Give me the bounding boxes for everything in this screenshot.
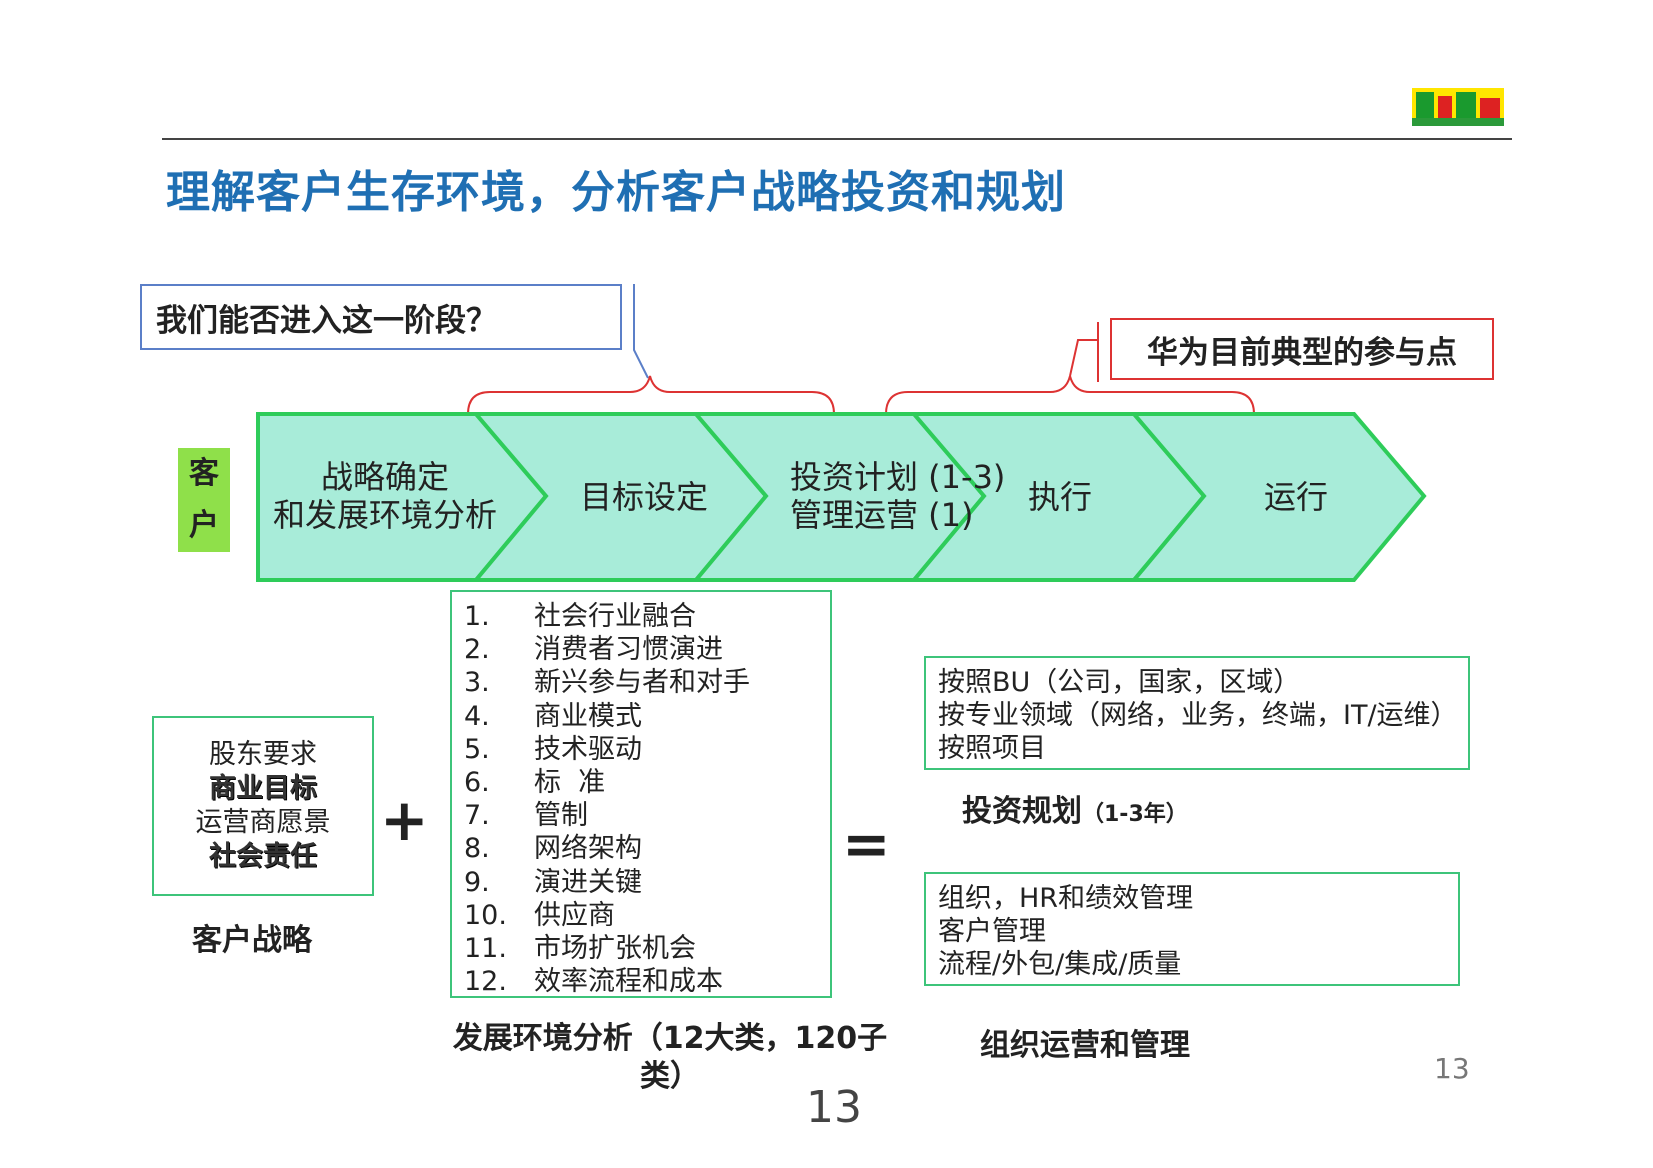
list-item: 10.供应商 — [464, 899, 615, 931]
list-item: 7.管制 — [464, 800, 588, 832]
list-item: 6.标 准 — [464, 767, 606, 799]
list-item: 1.社会行业融合 — [464, 601, 696, 632]
investment-line: 按照项目 — [938, 733, 1046, 764]
page-title: 理解客户生存环境，分析客户战略投资和规划 — [166, 167, 1066, 218]
stage-label-goal: 目标设定 — [579, 478, 708, 516]
stage-label-execute: 执行 — [1027, 478, 1092, 516]
list-item: 2.消费者习惯演进 — [464, 634, 723, 666]
slide-page-number: 13 — [1434, 1052, 1470, 1085]
company-logo-icon — [1412, 88, 1504, 126]
header-rule — [162, 138, 1512, 140]
environment-analysis-list: 1.社会行业融合 2.消费者习惯演进 3.新兴参与者和对手 4.商业模式 5.技… — [450, 590, 832, 998]
question-callout: 我们能否进入这一阶段？ — [140, 284, 622, 350]
brace-huawei-scope — [885, 375, 1255, 415]
organization-line: 组织，HR和绩效管理 — [938, 883, 1194, 914]
environment-analysis-caption: 发展环境分析（12大类，120子类） — [452, 1021, 888, 1094]
organization-line: 客户管理 — [938, 916, 1046, 947]
strategy-line: 运营商愿景 — [195, 807, 331, 838]
question-pointer-line — [633, 284, 649, 379]
plus-sign: + — [380, 786, 429, 854]
organization-management-caption: 组织运营和管理 — [980, 1028, 1190, 1063]
investment-line: 按照BU（公司，国家，区域） — [938, 667, 1301, 698]
customer-label-char: 户 — [189, 508, 219, 543]
equals-sign: = — [842, 810, 891, 878]
list-item: 9.演进关键 — [464, 866, 642, 898]
list-item: 8.网络架构 — [464, 833, 642, 865]
document-page-number: 13 — [806, 1082, 862, 1133]
strategy-line: 股东要求 — [209, 739, 317, 770]
list-item: 12.效率流程和成本 — [464, 966, 723, 998]
list-item: 5.技术驱动 — [464, 733, 642, 765]
stage-label-investment: 投资计划 (1-3) 管理运营 (1) — [790, 458, 1006, 534]
stage-arrow-operate — [1129, 412, 1427, 582]
stage-label-operate: 运行 — [1263, 478, 1328, 516]
list-item: 11.市场扩张机会 — [464, 933, 696, 965]
customer-label: 客 户 — [178, 448, 230, 552]
customer-strategy-caption: 客户战略 — [192, 923, 312, 958]
list-item: 3.新兴参与者和对手 — [464, 667, 750, 699]
strategy-line: 商业目标 — [209, 773, 317, 804]
investment-line: 按专业领域（网络，业务，终端，IT/运维） — [938, 700, 1458, 731]
huawei-pointer-line — [1069, 322, 1099, 382]
investment-planning-caption: 投资规划（1-3年） — [962, 794, 1188, 829]
organization-line: 流程/外包/集成/质量 — [938, 949, 1182, 980]
investment-planning-box: 按照BU（公司，国家，区域） 按专业领域（网络，业务，终端，IT/运维） 按照项… — [924, 656, 1470, 770]
customer-strategy-box: 股东要求 商业目标 运营商愿景 社会责任 — [152, 716, 374, 896]
list-item: 4.商业模式 — [464, 700, 642, 732]
strategy-line: 社会责任 — [209, 841, 317, 872]
brace-question-scope — [467, 375, 835, 415]
stage-label-strategy: 战略确定 和发展环境分析 — [272, 458, 497, 534]
huawei-participation-callout: 华为目前典型的参与点 — [1110, 318, 1494, 380]
organization-management-box: 组织，HR和绩效管理 客户管理 流程/外包/集成/质量 — [924, 872, 1460, 986]
customer-label-char: 客 — [189, 456, 219, 491]
